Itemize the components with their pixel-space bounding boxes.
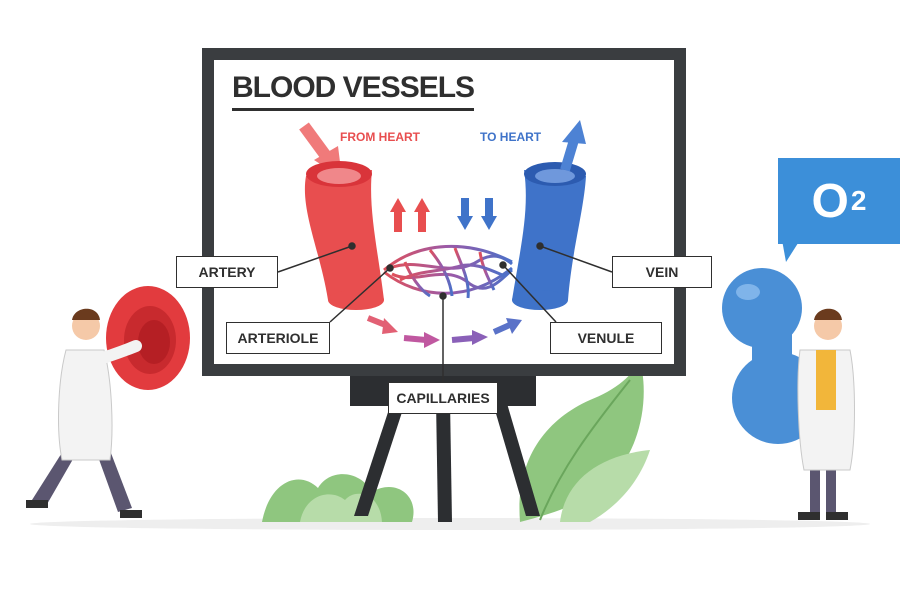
red-blood-cell-icon <box>106 286 190 390</box>
arteriole-label: ARTERIOLE <box>226 322 330 354</box>
flow-arrows <box>366 315 522 348</box>
ground-shadow <box>30 518 870 530</box>
oxygen-subscript: 2 <box>850 185 867 216</box>
venule-label: VENULE <box>550 322 662 354</box>
flow-arrow-icon <box>403 332 440 348</box>
capillaries-label: CAPILLARIES <box>388 382 498 414</box>
outflow-arrow-icon <box>560 120 586 172</box>
flow-arrow-icon <box>366 315 398 334</box>
up-arrows-icon <box>390 198 430 232</box>
diagram-title: BLOOD VESSELS <box>232 70 475 111</box>
artery-label: ARTERY <box>176 256 278 288</box>
from-heart-caption: FROM HEART <box>340 130 420 144</box>
flow-arrow-icon <box>492 318 522 335</box>
oxygen-molecule-icon <box>722 268 824 444</box>
artery-vessel <box>304 161 384 310</box>
vein-vessel <box>512 162 586 310</box>
to-heart-caption: TO HEART <box>480 130 542 144</box>
down-arrows-icon <box>457 198 497 230</box>
leader-lines <box>277 242 613 382</box>
scientist-right <box>797 308 855 520</box>
vein-label: VEIN <box>612 256 712 288</box>
plant-right <box>519 360 650 522</box>
oxygen-badge-pointer <box>782 240 800 262</box>
easel-legs <box>354 400 540 522</box>
oxygen-symbol: O <box>811 174 849 228</box>
capillary-network <box>383 244 513 299</box>
scientist-left <box>26 308 142 518</box>
flow-arrow-icon <box>451 330 488 345</box>
plant-left <box>262 474 414 522</box>
